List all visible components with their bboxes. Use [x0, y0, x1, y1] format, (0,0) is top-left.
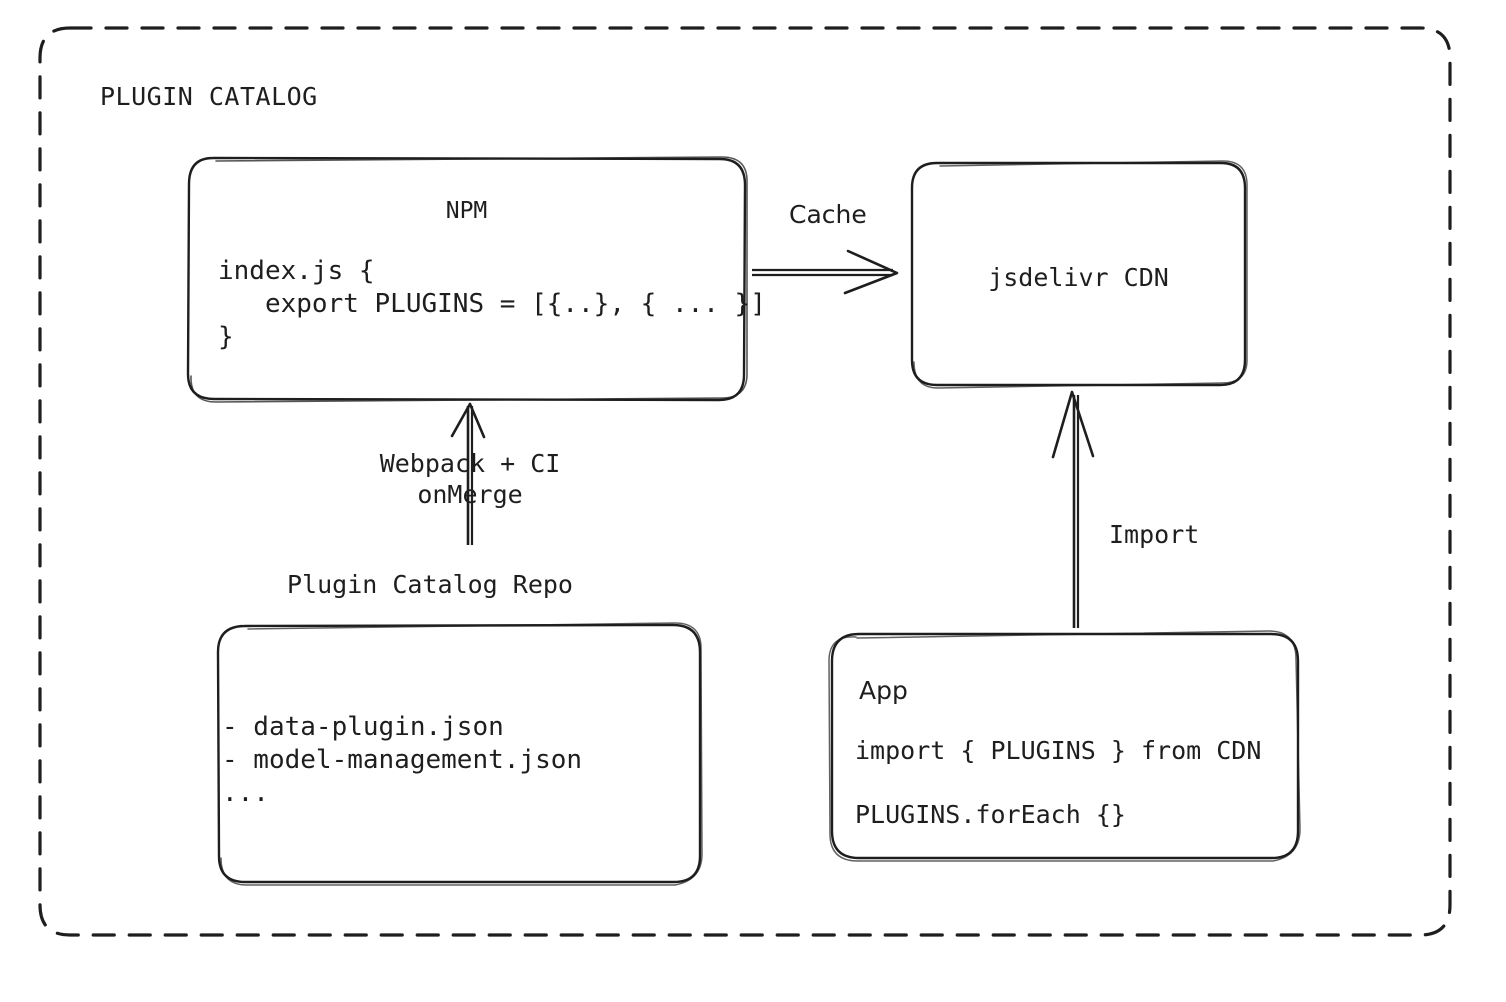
node-repo-line-2: - model-management.json: [222, 745, 583, 775]
edge-label-import: Import: [1109, 520, 1200, 549]
node-npm-code-line-3: }: [218, 322, 234, 352]
edge-npm-to-cdn: [752, 249, 899, 295]
node-repo-line-1: - data-plugin.json: [222, 712, 504, 742]
edge-label-webpack-ci: Webpack + CI: [379, 449, 561, 478]
node-repo-shape[interactable]: [216, 622, 703, 886]
node-app-line-2: PLUGINS.forEach {}: [855, 800, 1126, 829]
edge-app-to-cdn: [1051, 390, 1095, 628]
edge-repo-to-npm: [450, 402, 486, 545]
node-npm-code-line-1: index.js {: [218, 256, 375, 286]
node-repo-line-3: ...: [222, 778, 269, 808]
container-dashed-border: [38, 26, 1452, 937]
node-cdn-title: jsdelivr CDN: [988, 263, 1169, 292]
node-npm-code-line-2: export PLUGINS = [{..}, { ... }]: [218, 289, 766, 319]
node-app-title: App: [859, 676, 908, 705]
node-cdn-shape[interactable]: [910, 160, 1248, 389]
node-npm-title: NPM: [445, 198, 488, 224]
node-app-line-1: import { PLUGINS } from CDN: [855, 736, 1262, 765]
edge-label-cache: Cache: [789, 200, 867, 229]
node-repo-caption: Plugin Catalog Repo: [287, 570, 573, 599]
edge-label-onmerge: onMerge: [417, 480, 523, 509]
node-npm-shape[interactable]: [186, 156, 748, 403]
node-app-shape[interactable]: [828, 630, 1301, 862]
container-title: PLUGIN CATALOG: [100, 82, 318, 111]
